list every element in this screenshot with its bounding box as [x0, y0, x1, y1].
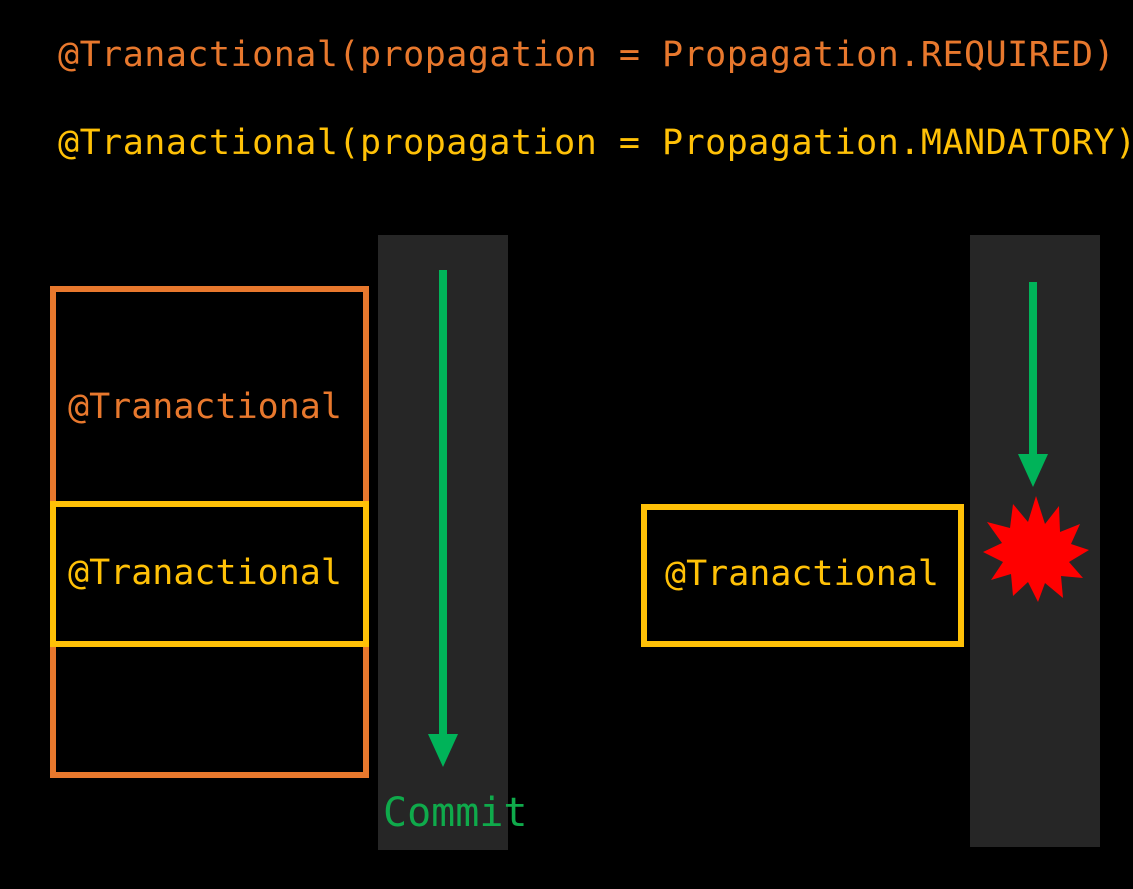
annotation-mandatory-text: @Tranactional(propagation = Propagation.…: [58, 123, 1133, 163]
outer-box-label: @Tranactional: [68, 387, 342, 427]
commit-status-label: Commit: [383, 790, 528, 836]
inner-box-label: @Tranactional: [68, 553, 342, 593]
right-transactional-box-mandatory: [641, 504, 964, 647]
failed-arrow-icon: [1018, 282, 1048, 487]
commit-arrow-icon: [428, 270, 458, 767]
annotation-required-text: @Tranactional(propagation = Propagation.…: [58, 35, 1116, 75]
inner-transactional-box-mandatory: [50, 501, 369, 647]
explosion-star-icon: [983, 496, 1089, 602]
right-box-label: @Tranactional: [665, 554, 939, 594]
